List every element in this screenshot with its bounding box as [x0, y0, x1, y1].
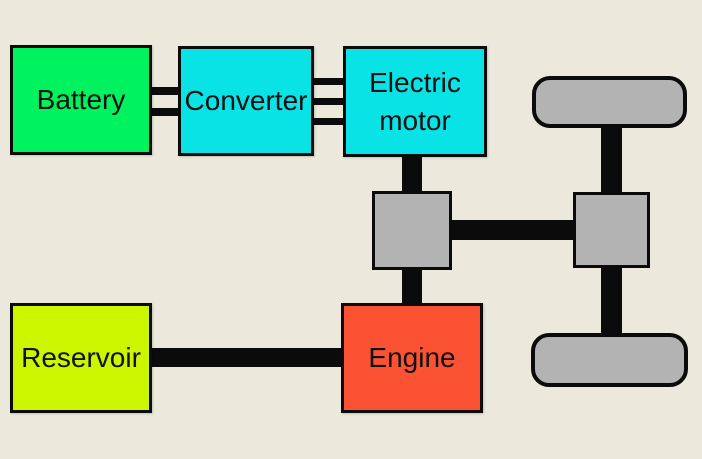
battery-node: Battery [10, 45, 152, 155]
wheel-top [532, 76, 687, 128]
gearbox-engine-shaft [402, 268, 422, 305]
engine-label: Engine [368, 342, 456, 374]
reservoir-label: Reservoir [21, 342, 141, 374]
electric-motor-node: Electric motor [343, 46, 487, 157]
converter-motor-line-2 [314, 98, 343, 105]
battery-converter-line-1 [152, 87, 178, 95]
electric-motor-label: Electric motor [369, 66, 461, 136]
converter-motor-line-1 [314, 78, 343, 85]
axle-top-segment [601, 126, 622, 194]
reservoir-node: Reservoir [10, 303, 152, 413]
battery-label: Battery [36, 84, 126, 116]
converter-label: Converter [184, 85, 308, 117]
engine-node: Engine [341, 303, 483, 413]
differential-node [573, 192, 650, 268]
converter-motor-line-3 [314, 118, 343, 125]
wheel-bottom [531, 333, 688, 387]
gearbox-differential-shaft [450, 220, 575, 240]
converter-node: Converter [178, 46, 314, 156]
battery-converter-line-2 [152, 108, 178, 116]
motor-gearbox-shaft [402, 155, 422, 193]
reservoir-engine-fuel-line [150, 348, 343, 367]
gearbox-node [372, 191, 452, 270]
axle-bottom-segment [601, 266, 622, 335]
